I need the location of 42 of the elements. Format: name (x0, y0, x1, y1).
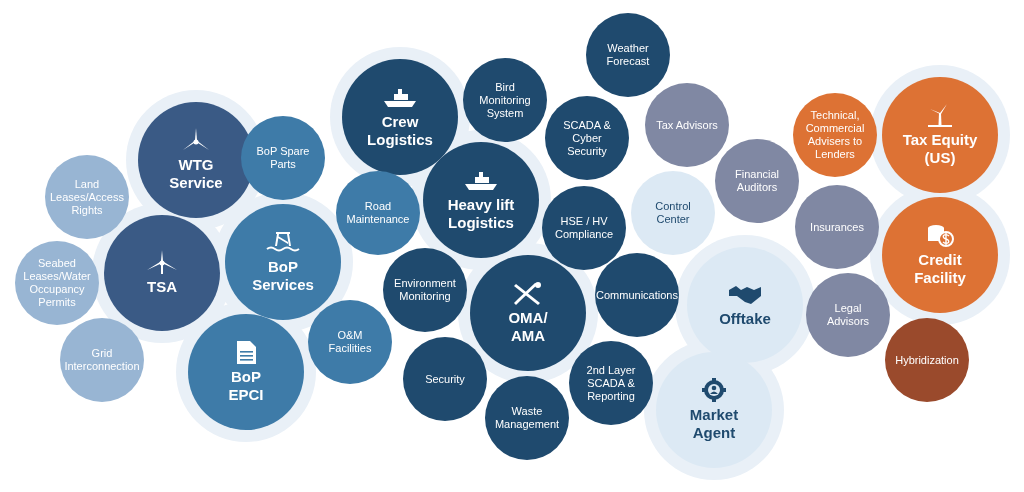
bubble-label: Environment Monitoring (393, 277, 457, 303)
bubble-label: SCADA & Cyber Security (562, 118, 612, 158)
bubble-label: HSE / HV Compliance (553, 215, 615, 241)
bubble-label: BoP Spare Parts (255, 145, 311, 171)
bubble-label: Market Agent (688, 406, 740, 442)
bubble-label: Technical, Commercial Advisers to Lenders (804, 109, 866, 161)
topic-bubble (485, 376, 569, 460)
bubble-label: O&M Facilities (327, 329, 373, 355)
bubble-label: 2nd Layer SCADA & Reporting (585, 363, 637, 403)
bubble-label: Tax Advisors (655, 118, 719, 132)
bubble-label: BoP EPCI (227, 368, 265, 404)
bubble-label: Tax Equity (US) (901, 131, 979, 167)
bubble-label: Credit Facility (913, 251, 967, 287)
topic-bubble (795, 185, 879, 269)
bubble-label: Heavy lift Logistics (446, 196, 516, 232)
bubble-label: Financial Auditors (734, 168, 780, 194)
bubble-label: BoP Services (251, 258, 315, 294)
bubble-label: Offtake (718, 310, 772, 328)
bubble-label: Communications (595, 288, 679, 302)
topic-bubble (595, 253, 679, 337)
topic-bubble (806, 273, 890, 357)
bubble-label: Seabed Leases/Water Occupancy Permits (22, 257, 92, 309)
bubble-label: Control Center (654, 200, 692, 226)
bubble-label: Land Leases/Access Rights (49, 177, 125, 217)
bubble-label: Road Maintenance (345, 200, 411, 226)
topic-bubble (241, 116, 325, 200)
topic-bubble (569, 341, 653, 425)
bubble-label: Hybridization (894, 353, 960, 367)
bubble-label: Crew Logistics (366, 113, 434, 149)
topic-bubble (336, 171, 420, 255)
bubble-label: Grid Interconnection (63, 347, 141, 373)
bubble-label: Waste Management (493, 405, 561, 431)
bubble-label: Legal Advisors (825, 302, 871, 328)
bubble-label: Bird Monitoring System (478, 80, 532, 120)
bubble-label: Insurances (809, 220, 865, 234)
bubble-label: OMA/ AMA (507, 309, 549, 345)
topic-bubble (383, 248, 467, 332)
bubble-label: Security (424, 372, 466, 386)
bubble-label: Weather Forecast (605, 42, 651, 68)
topic-bubble (15, 241, 99, 325)
bubble-label: WTG Service (168, 156, 224, 192)
bubble-label: TSA (146, 278, 178, 296)
